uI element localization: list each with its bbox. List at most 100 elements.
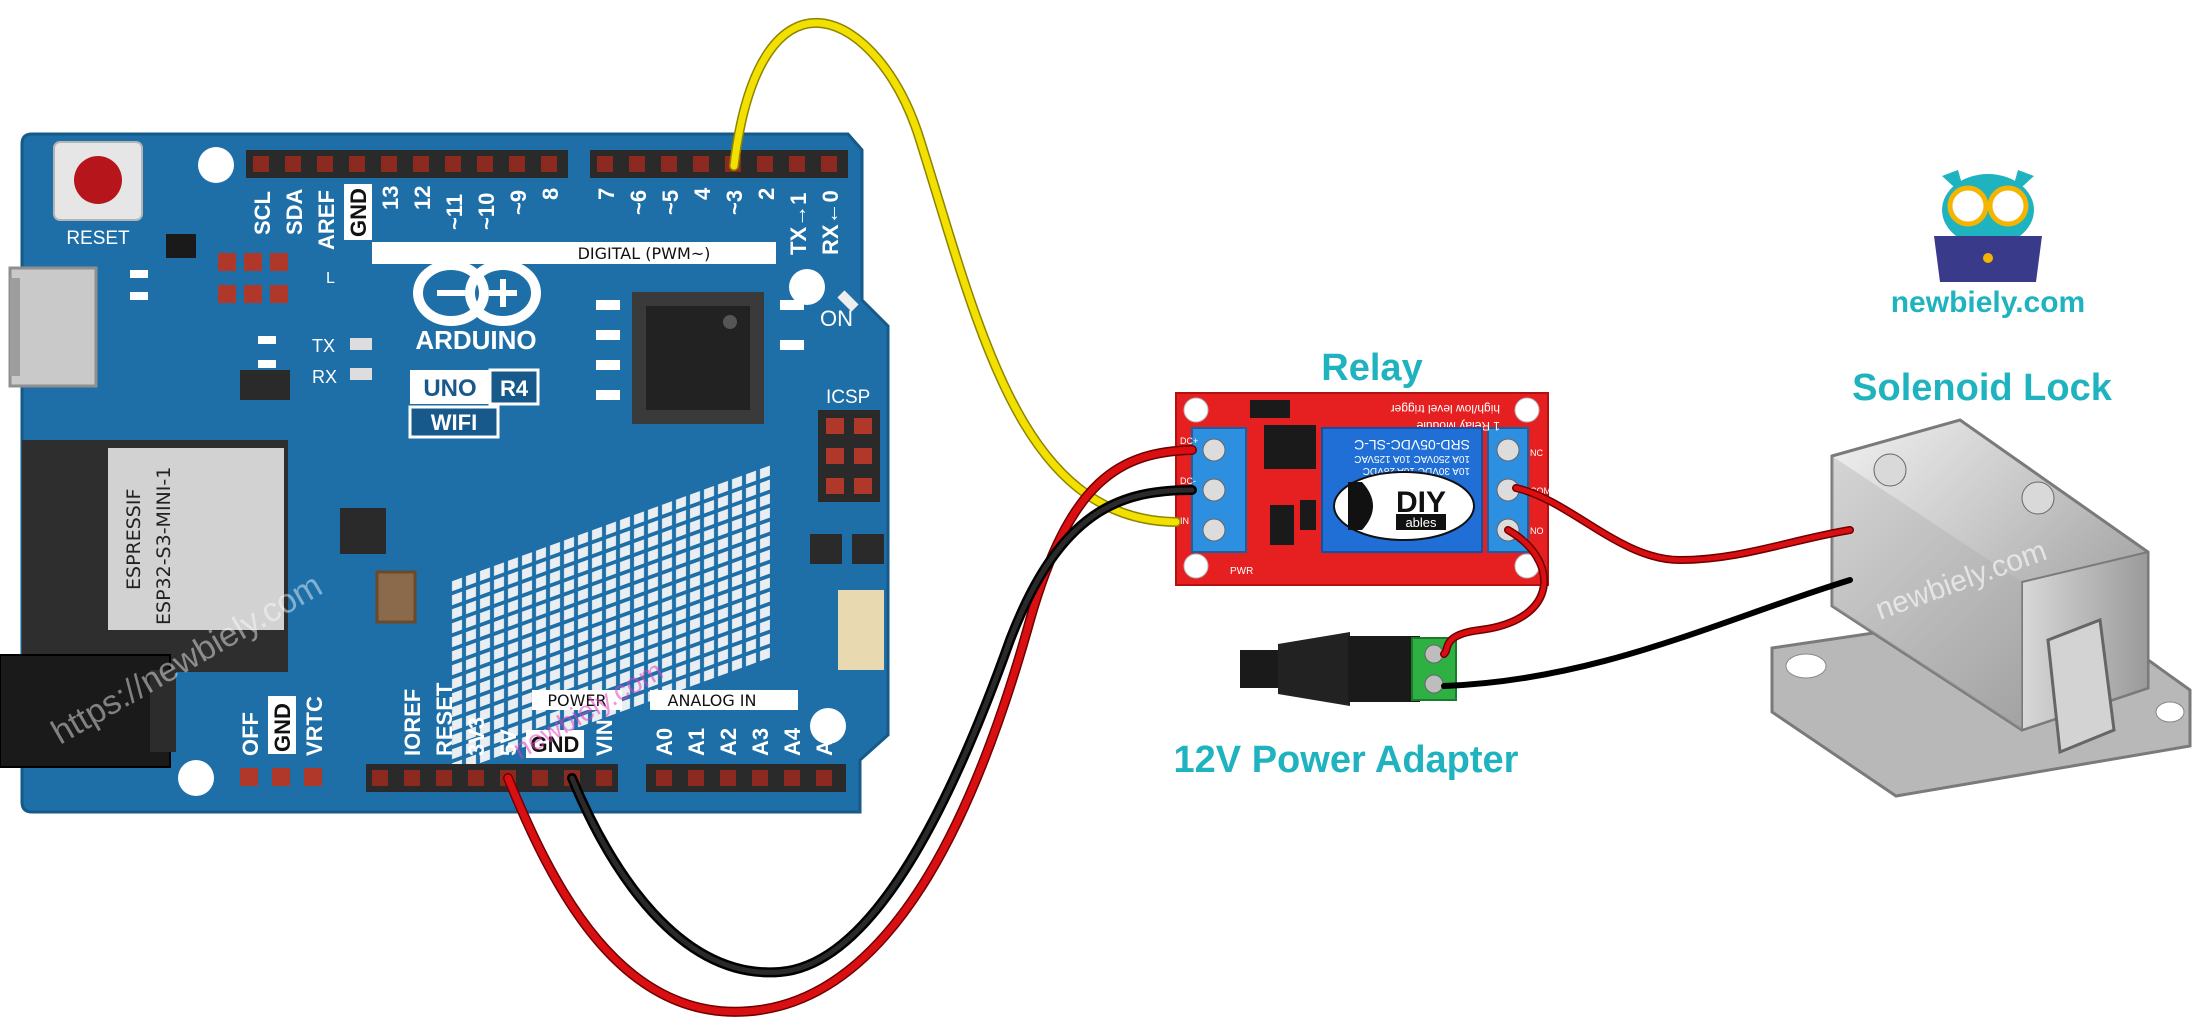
mounting-hole (1514, 397, 1540, 423)
led-pads (218, 253, 288, 303)
r4-label: R4 (500, 376, 529, 401)
lock-bolt (2046, 617, 2116, 755)
pin-label: OFF (238, 712, 263, 756)
icsp-label: ICSP (826, 387, 870, 408)
diyables-text: DIY (1396, 486, 1446, 519)
screw (1202, 438, 1226, 462)
relay-pin-label: NO (1530, 526, 1544, 536)
l-led-label: L (326, 270, 335, 287)
relay-trigger: high/low level trigger (1391, 402, 1500, 416)
lock-screw (1873, 453, 1907, 487)
screw (1496, 438, 1520, 462)
plate-hole (2155, 701, 2185, 723)
rx-led-label: RX (312, 367, 337, 387)
pin-label: 5V (496, 729, 521, 756)
ic-small (240, 370, 290, 400)
newbiely-logo (1934, 170, 2042, 282)
diode (1300, 500, 1316, 530)
diyables-logo-mark (1348, 482, 1373, 530)
mounting-hole (178, 760, 214, 796)
mcu-chip (632, 292, 764, 424)
lock-side-shade (1832, 456, 2022, 730)
pin-label: 8 (538, 188, 563, 200)
button-small (810, 534, 842, 564)
no-wire (1441, 527, 1547, 657)
rtc-pins (240, 768, 322, 786)
screw (1202, 478, 1226, 502)
pin-label: 4 (690, 187, 715, 200)
adapter-barrel (1240, 650, 1280, 688)
relay-label: Relay (1321, 347, 1422, 389)
bottom-header-pins (372, 770, 832, 786)
arduino-board: RESET ESPRESSIF ESP32-S3-MINI-1 (0, 132, 890, 814)
power-header-label: POWER (547, 691, 606, 710)
relay-rating: 10A 30VDC 10A 28VDC (1363, 465, 1470, 476)
diyables-sub-bg (1396, 514, 1446, 530)
gnd-highlight (268, 696, 296, 754)
power-adapter (1240, 632, 1457, 706)
screw (1424, 674, 1444, 694)
pin-label: GND (346, 188, 371, 237)
pin-label: ~9 (506, 190, 531, 215)
lock-power-wire-outline (1512, 484, 1854, 565)
tx-led-label: TX (312, 336, 335, 356)
pin-label: A3 (748, 728, 773, 756)
lock-gnd-wire (1441, 577, 1853, 689)
arduino-logo (413, 260, 541, 326)
pin-label: RX←0 (818, 190, 843, 255)
pin-label: TX→1 (786, 193, 811, 255)
lock-power-wire (1513, 485, 1853, 563)
pwr-label: PWR (1230, 566, 1253, 577)
adapter-body (1348, 636, 1420, 702)
on-led (837, 290, 859, 312)
pin-label: AREF (314, 190, 339, 250)
relay-module: DC+ DC- IN NC COM NO PWR 1 Relay Module … (1175, 392, 1551, 586)
uno-label: UNO (423, 375, 476, 402)
r4-badge (488, 368, 540, 406)
usb-c-connector (8, 266, 98, 388)
pin-label: 3V3 (464, 717, 489, 756)
dc-barrel-jack (0, 654, 171, 768)
lock-screw (2021, 481, 2055, 515)
ic-small (340, 508, 386, 554)
mounting-hole (810, 708, 846, 744)
wifi-badge (408, 405, 500, 439)
relay-pin-label: IN (1180, 516, 1189, 526)
optocoupler (1264, 425, 1316, 469)
pin-label: 2 (754, 188, 779, 200)
pin-label: 12 (410, 186, 435, 210)
power-header-bar (532, 690, 622, 710)
pin-label: ~3 (722, 190, 747, 215)
analog-header-label: ANALOG IN (668, 691, 757, 710)
pin-label: ~5 (658, 190, 683, 215)
pin-label: A1 (684, 728, 709, 756)
mounting-hole (198, 147, 234, 183)
relay-pin-label: DC- (1180, 476, 1196, 486)
rx-led (350, 368, 372, 380)
on-label: ON (820, 306, 853, 331)
vcc-wire (504, 446, 1196, 1016)
small-components (130, 270, 804, 400)
gnd-highlight (344, 184, 372, 240)
relay-pin-label: COM (1530, 486, 1551, 496)
pin-label: 7 (594, 188, 619, 200)
pin-label: A0 (652, 728, 677, 756)
gnd-highlight (526, 730, 584, 758)
tx-led (350, 338, 372, 350)
signal-wire (730, 19, 1180, 526)
diyables-sub: ables (1405, 515, 1437, 530)
pin-label: VIN (592, 719, 617, 756)
wires (503, 17, 1854, 1017)
analog-header-bar (650, 690, 798, 710)
arduino-brand: ARDUINO (415, 325, 536, 355)
top-pin-labels: SCL SDA AREF GND 13 12 ~11 ~10 ~9 8 7 ~6… (250, 184, 843, 255)
pin-label: 13 (378, 186, 403, 210)
pin-label: ~6 (626, 190, 651, 215)
reset-button-cap[interactable] (74, 156, 122, 204)
uno-badge (410, 370, 490, 404)
button-small (852, 534, 884, 564)
digital-header-bar (372, 242, 776, 264)
digital-header-pins (253, 156, 837, 172)
relay-pin-label: DC+ (1180, 436, 1198, 446)
